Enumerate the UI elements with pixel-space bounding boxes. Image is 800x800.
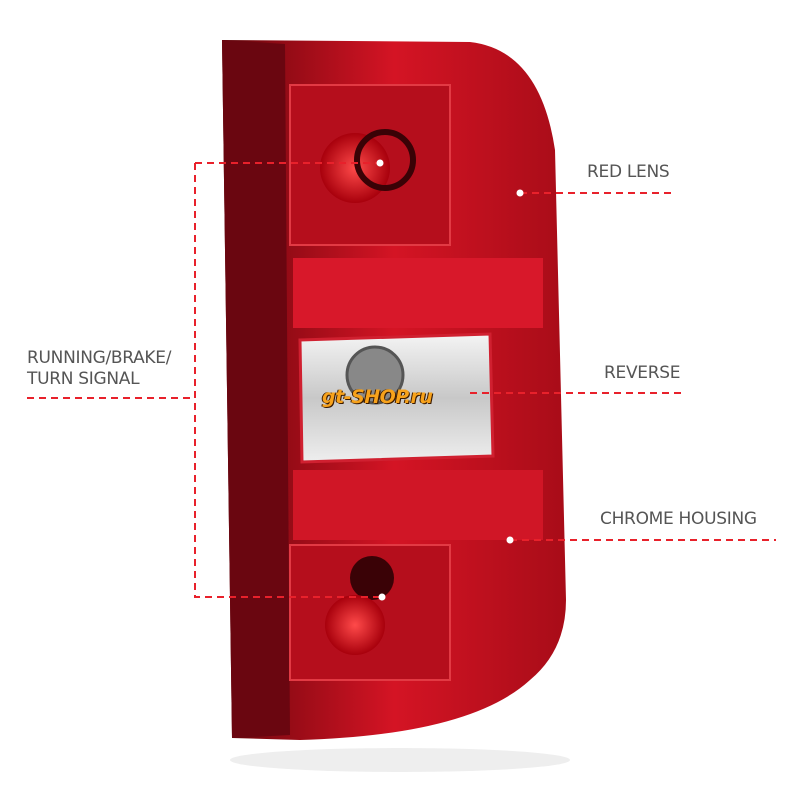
watermark: gt-SHOP.ru [322, 386, 433, 408]
upper-bulb [320, 133, 390, 203]
lower-bulb [350, 556, 394, 600]
reverse-label: REVERSE [604, 363, 681, 383]
red-lens-label: RED LENS [587, 162, 670, 182]
callout-dots [376, 159, 524, 601]
running-callout-line [27, 162, 382, 598]
shadow [230, 748, 570, 772]
chrome-housing-label: CHROME HOUSING [600, 509, 757, 529]
callout-lines [27, 162, 776, 598]
lamp-dark-edge [222, 40, 290, 738]
reflector-band-upper [293, 258, 543, 328]
running-label-line2: TURN SIGNAL [27, 369, 140, 389]
running-brake-turn-label: RUNNING/BRAKE/ TURN SIGNAL [27, 348, 171, 390]
reflector-band-lower [293, 470, 543, 540]
running-label-line1: RUNNING/BRAKE/ [27, 348, 172, 368]
